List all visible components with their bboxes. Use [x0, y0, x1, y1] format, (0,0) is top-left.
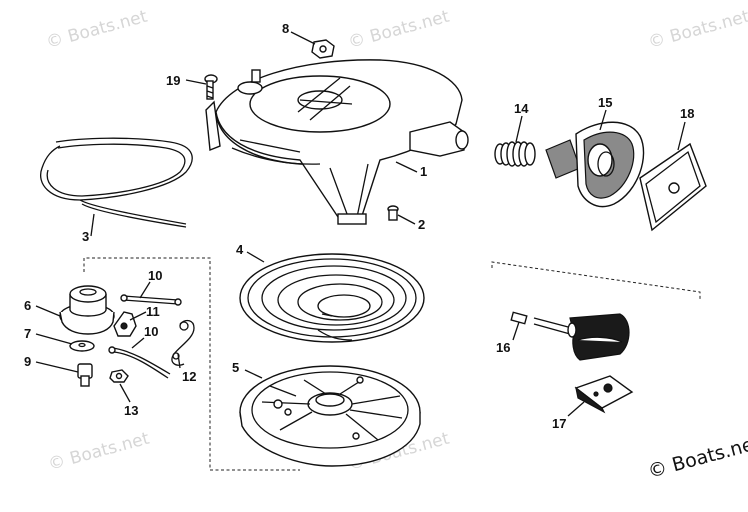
callout-17: 17	[552, 416, 566, 431]
pawl	[113, 311, 137, 337]
callout-11: 11	[146, 304, 160, 319]
cam-hub	[59, 285, 115, 335]
starter-handle	[510, 311, 630, 361]
starter-housing	[205, 59, 469, 225]
small-nut	[109, 369, 129, 383]
rope-anchor	[574, 375, 634, 414]
callout-4: 4	[236, 242, 244, 257]
callout-16: 16	[496, 340, 510, 355]
callout-14: 14	[514, 101, 529, 116]
callout-6: 6	[24, 298, 31, 313]
starter-rope	[40, 137, 193, 228]
watermark-bottom-left: © Boats.net	[46, 429, 152, 475]
washer	[69, 340, 95, 352]
callout-3: 3	[82, 229, 89, 244]
group-outline-right	[491, 261, 701, 300]
callout-7: 7	[24, 326, 31, 341]
bolt	[77, 363, 93, 387]
callout-10-lower: 10	[144, 324, 158, 339]
watermark-bottom-right: © Boats.net	[646, 432, 748, 483]
group-outline-left	[83, 257, 300, 471]
callout-18: 18	[680, 106, 694, 121]
callout-2: 2	[418, 217, 425, 232]
callout-10-upper: 10	[148, 268, 162, 283]
watermark-top-right: © Boats.net	[646, 7, 748, 53]
guide-plate	[639, 142, 707, 232]
leader-lines	[35, 31, 686, 417]
callout-12: 12	[182, 369, 196, 384]
callout-13: 13	[124, 403, 138, 418]
rope-guide	[545, 121, 645, 208]
watermark-top-center: © Boats.net	[346, 7, 452, 53]
callout-15: 15	[598, 95, 612, 110]
link-upper	[120, 294, 182, 306]
watermark-top-left: © Boats.net	[44, 7, 150, 53]
handle-spring	[494, 141, 536, 167]
callout-19: 19	[166, 73, 180, 88]
screw-top-left	[204, 74, 218, 100]
pawl-spring	[171, 319, 195, 366]
callout-8: 8	[282, 21, 289, 36]
callout-5: 5	[232, 360, 239, 375]
rewind-spring	[239, 253, 425, 343]
pulley	[239, 365, 421, 467]
callout-9: 9	[24, 354, 31, 369]
link-lower	[108, 346, 171, 379]
nut	[311, 39, 335, 59]
callout-1: 1	[420, 164, 427, 179]
screw-housing	[387, 205, 399, 221]
